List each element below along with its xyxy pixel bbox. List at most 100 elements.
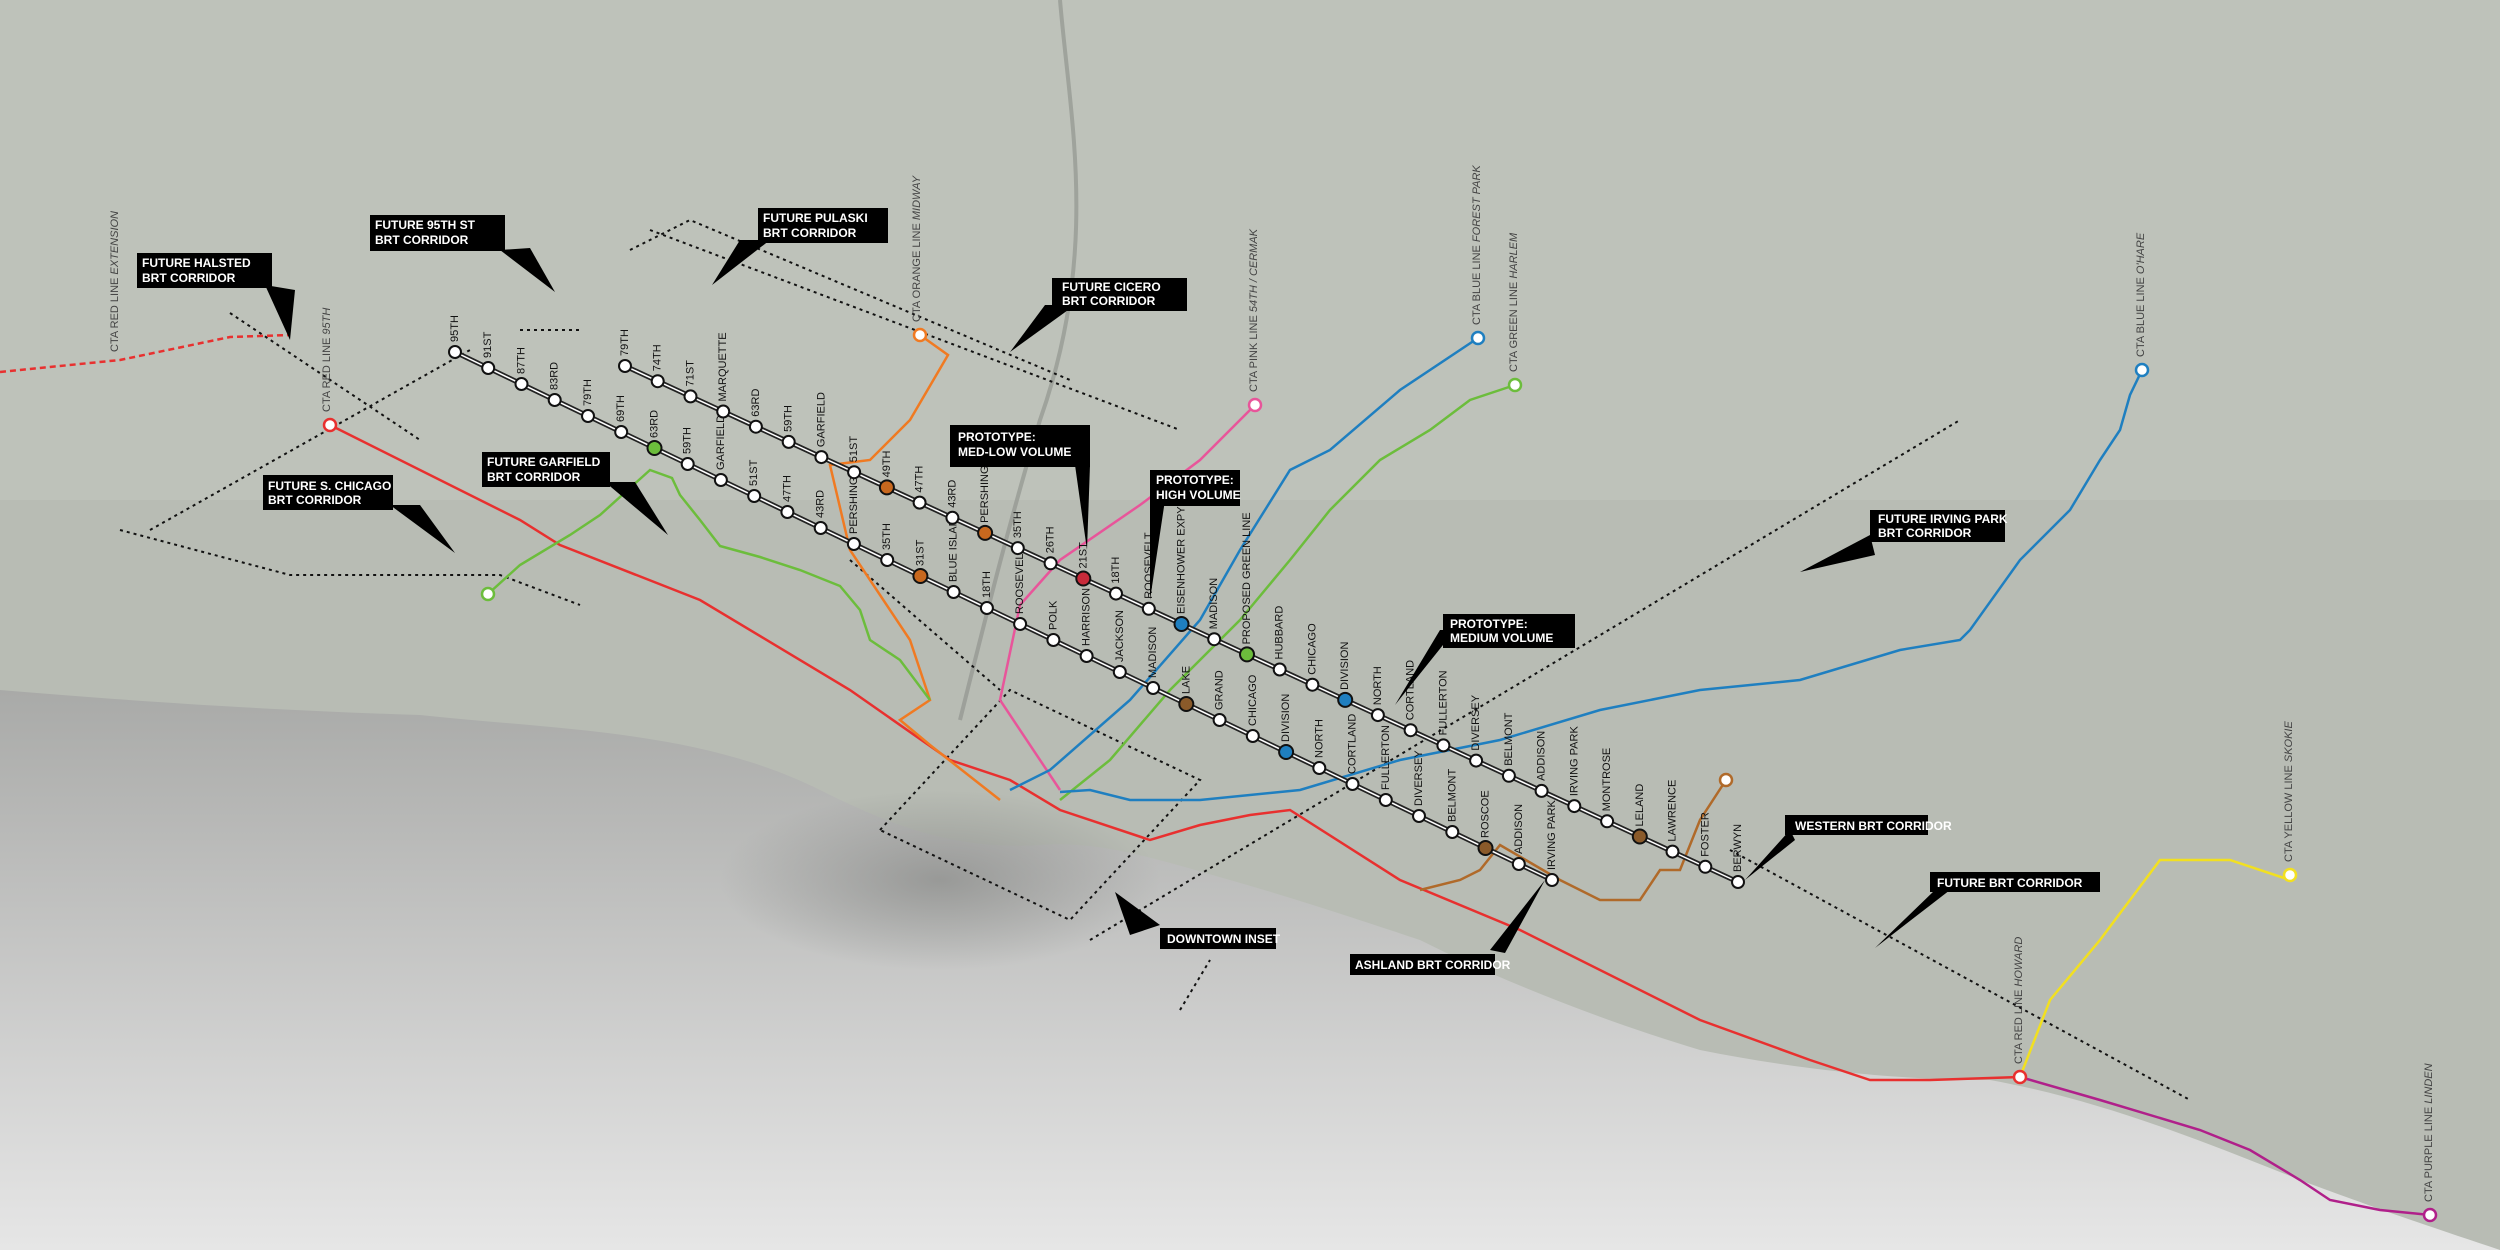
station-marker[interactable]	[1445, 825, 1460, 839]
station-marker[interactable]	[1534, 783, 1549, 798]
label-green: CTA GREEN LINE HARLEM	[1508, 232, 1520, 372]
station-marker[interactable]	[781, 434, 796, 449]
station-marker[interactable]	[1013, 617, 1028, 631]
station-marker[interactable]	[1567, 799, 1582, 814]
station-marker[interactable]	[748, 419, 763, 434]
station-marker[interactable]	[1141, 601, 1156, 616]
station-marker[interactable]	[912, 495, 927, 510]
station-marker[interactable]	[1112, 665, 1127, 679]
station-marker[interactable]	[945, 510, 960, 525]
station-label: LAWRENCE	[1667, 780, 1679, 842]
station-marker[interactable]	[547, 393, 562, 407]
station-marker[interactable]	[1245, 729, 1260, 743]
callout-future-brt: FUTURE BRT CORRIDOR	[1875, 872, 2100, 948]
station-marker[interactable]	[1665, 844, 1680, 859]
svg-text:FUTURE BRT CORRIDOR: FUTURE BRT CORRIDOR	[1937, 876, 2083, 890]
station-marker[interactable]	[1239, 646, 1255, 663]
station-marker[interactable]	[747, 489, 762, 503]
svg-text:WESTERN BRT CORRIDOR: WESTERN BRT CORRIDOR	[1795, 819, 1952, 833]
label-red-95: CTA RED LINE 95TH	[321, 308, 333, 412]
station-label: 18TH	[1110, 557, 1122, 584]
svg-text:FUTURE 95TH ST: FUTURE 95TH ST	[375, 218, 476, 232]
station-marker[interactable]	[514, 377, 529, 391]
station-marker[interactable]	[1178, 696, 1195, 712]
callout-ashland: ASHLAND BRT CORRIDOR	[1350, 880, 1545, 975]
label-pink: CTA PINK LINE 54TH / CERMAK	[1248, 228, 1260, 392]
station-marker[interactable]	[1312, 761, 1327, 775]
station-marker[interactable]	[1212, 713, 1227, 727]
station-marker[interactable]	[780, 505, 795, 519]
station-marker[interactable]	[1305, 677, 1320, 692]
station-marker[interactable]	[1600, 814, 1615, 829]
station-marker[interactable]	[1378, 793, 1393, 807]
station-marker[interactable]	[946, 585, 961, 599]
callout-garfield: FUTURE GARFIELD BRT CORRIDOR	[482, 452, 668, 535]
station-marker[interactable]	[912, 568, 929, 584]
station-marker[interactable]	[813, 521, 828, 535]
station-marker[interactable]	[1046, 633, 1061, 647]
station-marker[interactable]	[713, 473, 728, 487]
station-marker[interactable]	[1278, 744, 1295, 760]
station-label: DIVISION	[1280, 694, 1292, 742]
station-label: BELMONT	[1446, 769, 1458, 822]
station-marker[interactable]	[977, 524, 994, 541]
station-marker[interactable]	[1010, 541, 1025, 556]
station-marker[interactable]	[1545, 873, 1559, 887]
callout-proto-high: PROTOTYPE: HIGH VOLUME	[1150, 470, 1241, 600]
station-marker[interactable]	[716, 404, 731, 419]
station-marker[interactable]	[1075, 570, 1092, 587]
blue-fp-terminal	[1470, 330, 1486, 346]
station-marker[interactable]	[846, 537, 861, 551]
station-marker[interactable]	[481, 361, 496, 375]
station-marker[interactable]	[1337, 691, 1354, 708]
svg-text:PROTOTYPE:: PROTOTYPE:	[958, 430, 1036, 444]
station-marker[interactable]	[1146, 681, 1161, 695]
station-marker[interactable]	[1698, 859, 1713, 874]
station-marker[interactable]	[650, 374, 665, 389]
station-marker[interactable]	[1412, 809, 1426, 823]
station-marker[interactable]	[1436, 738, 1451, 753]
station-marker[interactable]	[1207, 632, 1222, 647]
station-label: 51ST	[848, 436, 860, 463]
station-marker[interactable]	[1631, 828, 1648, 845]
station-label: 95TH	[449, 315, 461, 342]
station-marker[interactable]	[979, 601, 994, 615]
station-label: 83RD	[549, 362, 561, 390]
station-marker[interactable]	[1173, 616, 1190, 632]
station-marker[interactable]	[1477, 840, 1494, 856]
station-marker[interactable]	[1469, 753, 1484, 768]
station-marker[interactable]	[880, 553, 895, 567]
station-marker[interactable]	[618, 359, 632, 373]
station-label: IRVING PARK	[1546, 799, 1558, 870]
blue-ohare-terminal	[2134, 362, 2150, 378]
red-line-extension	[0, 333, 291, 374]
station-marker[interactable]	[581, 409, 595, 423]
station-label: NORTH	[1372, 666, 1384, 705]
station-marker[interactable]	[847, 465, 862, 480]
station-marker[interactable]	[614, 425, 629, 439]
station-marker[interactable]	[814, 450, 829, 465]
station-marker[interactable]	[1109, 586, 1123, 601]
svg-text:BRT CORRIDOR: BRT CORRIDOR	[1062, 294, 1156, 308]
station-marker[interactable]	[1403, 723, 1418, 738]
station-marker[interactable]	[683, 389, 698, 404]
station-marker[interactable]	[1345, 777, 1360, 791]
station-marker[interactable]	[1731, 875, 1745, 889]
station-marker[interactable]	[1501, 768, 1516, 783]
station-marker[interactable]	[878, 479, 895, 496]
station-marker[interactable]	[680, 457, 695, 471]
lake-michigan	[0, 690, 2500, 1250]
station-marker[interactable]	[1370, 708, 1385, 723]
callout-s-chicago: FUTURE S. CHICAGO BRT CORRIDOR	[263, 475, 455, 553]
station-marker[interactable]	[1043, 556, 1058, 571]
station-marker[interactable]	[448, 345, 462, 359]
station-marker[interactable]	[1272, 662, 1287, 677]
blue-line-ohare	[1059, 369, 2144, 802]
station-marker[interactable]	[1511, 857, 1526, 871]
station-label: 35TH	[1012, 511, 1024, 538]
station-marker[interactable]	[1079, 649, 1094, 663]
station-label: 59TH	[682, 427, 694, 454]
red-howard-terminal	[2012, 1069, 2028, 1085]
callout-proto-med-low: PROTOTYPE: MED-LOW VOLUME	[950, 425, 1090, 550]
station-marker[interactable]	[646, 440, 663, 456]
